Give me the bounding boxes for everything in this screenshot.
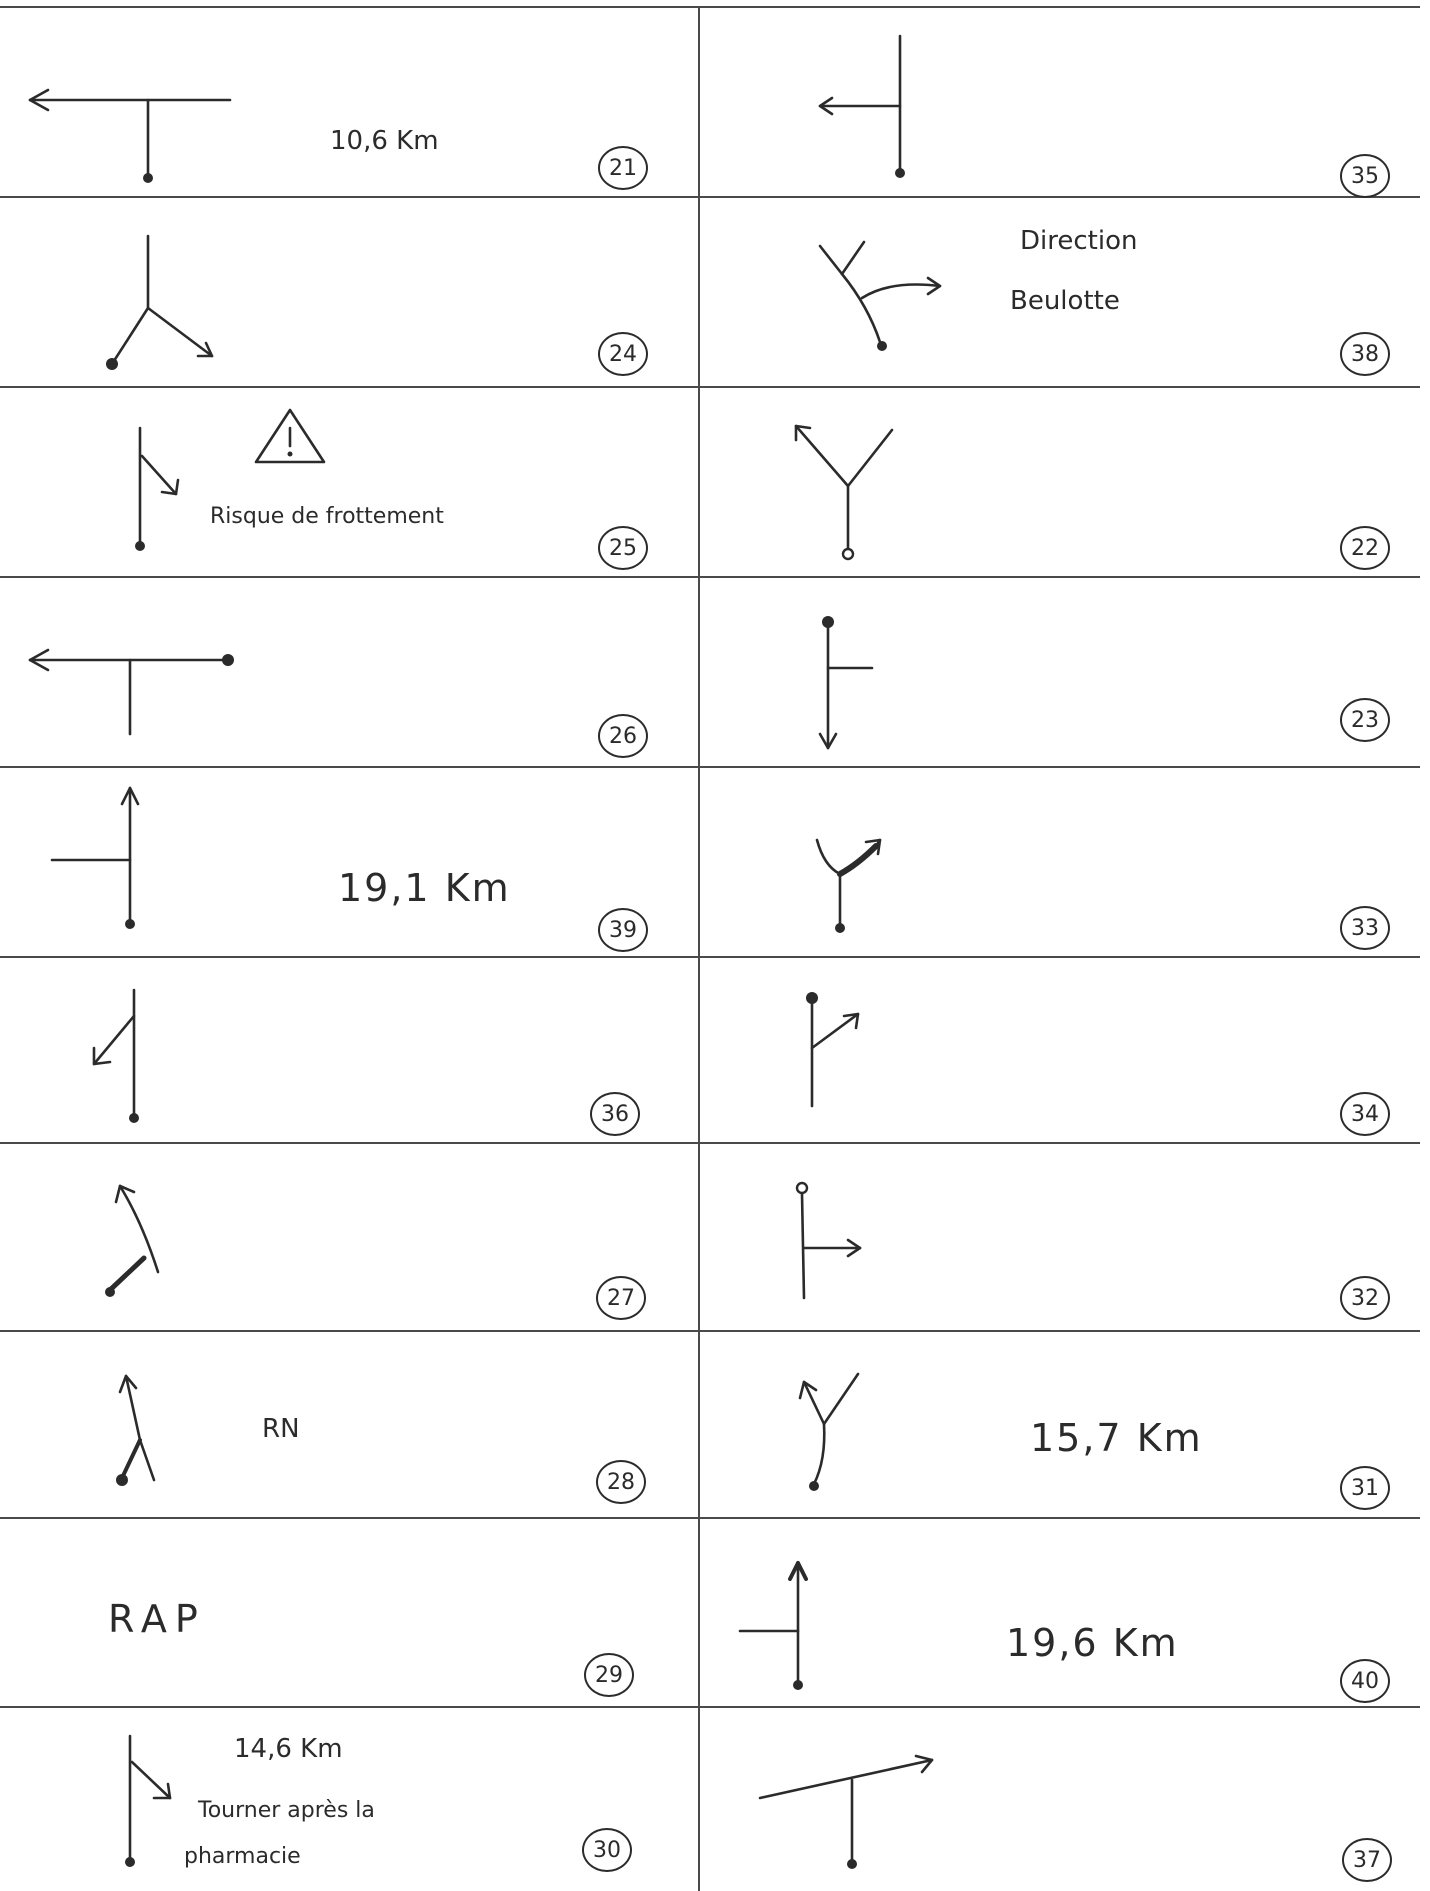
step-number: 39 <box>598 908 648 952</box>
distance-note: 15,7 Km <box>1030 1416 1203 1460</box>
step-number: 24 <box>598 332 648 376</box>
roadbook-cell-36: 36 <box>0 956 698 1142</box>
warning-note: Risque de frottement <box>210 504 444 529</box>
grid-line <box>0 6 1420 8</box>
tulip-diagram <box>818 34 905 178</box>
tulip-diagram <box>28 88 232 183</box>
step-number: 32 <box>1340 1276 1390 1320</box>
grid-line <box>0 1517 1420 1519</box>
tulip-diagram <box>105 1184 160 1297</box>
roadbook-cell-25: Risque de frottement 25 <box>0 386 698 576</box>
instruction-note: Tourner après la <box>198 1798 375 1823</box>
grid-line <box>0 196 1420 198</box>
tulip-diagram <box>794 424 894 561</box>
grid-line <box>0 1142 1420 1144</box>
tulip-diagram <box>818 616 874 750</box>
roadbook-cell-35: 35 <box>700 6 1420 198</box>
tulip-diagram <box>795 1181 862 1300</box>
tulip-diagram <box>50 786 140 929</box>
step-number: 36 <box>590 1092 640 1136</box>
tulip-diagram <box>758 1754 934 1869</box>
road-type-note: RAP <box>108 1597 206 1641</box>
roadbook-cell-27: 27 <box>0 1142 698 1330</box>
step-number: 23 <box>1340 698 1390 742</box>
roadbook-cell-22: 22 <box>700 386 1420 576</box>
roadbook-cell-39: 19,1 Km 39 <box>0 766 698 956</box>
tulip-diagram <box>135 426 180 551</box>
road-type-note: RN <box>262 1414 300 1444</box>
step-number: 27 <box>596 1276 646 1320</box>
step-number: 34 <box>1340 1092 1390 1136</box>
distance-note: 14,6 Km <box>234 1734 343 1764</box>
direction-note: Direction <box>1020 226 1138 256</box>
tulip-diagram <box>738 1561 808 1690</box>
step-number: 40 <box>1340 1659 1390 1703</box>
roadbook-cell-30: 14,6 Km Tourner après la pharmacie 30 <box>0 1706 698 1891</box>
tulip-diagram <box>106 234 214 370</box>
grid-divider <box>698 6 700 1891</box>
tulip-diagram <box>806 992 860 1108</box>
step-number: 25 <box>598 526 648 570</box>
tulip-diagram <box>116 1374 156 1486</box>
grid-line <box>0 1330 1420 1332</box>
roadbook-cell-26: 26 <box>0 576 698 766</box>
roadbook-cell-23: 23 <box>700 576 1420 766</box>
tulip-diagram <box>815 838 882 933</box>
step-number: 21 <box>598 146 648 190</box>
distance-note: 19,1 Km <box>338 866 511 910</box>
step-number: 35 <box>1340 154 1390 198</box>
step-number: 31 <box>1340 1466 1390 1510</box>
roadbook-cell-37: 37 <box>700 1706 1420 1891</box>
step-number: 28 <box>596 1460 646 1504</box>
step-number: 22 <box>1340 526 1390 570</box>
roadbook-cell-33: 33 <box>700 766 1420 956</box>
roadbook-cell-31: 15,7 Km 31 <box>700 1330 1420 1517</box>
warning-triangle-icon <box>254 408 326 464</box>
instruction-note: pharmacie <box>184 1844 301 1869</box>
grid-line <box>0 956 1420 958</box>
grid-line <box>0 576 1420 578</box>
step-number: 26 <box>598 714 648 758</box>
roadbook-cell-21: 10,6 Km 21 <box>0 6 698 196</box>
distance-note: 19,6 Km <box>1006 1621 1179 1665</box>
roadbook-cell-40: 19,6 Km 40 <box>700 1517 1420 1706</box>
distance-note: 10,6 Km <box>330 126 439 156</box>
roadbook-cell-34: 34 <box>700 956 1420 1142</box>
roadbook-cell-28: RN 28 <box>0 1330 698 1517</box>
step-number: 37 <box>1342 1838 1392 1882</box>
grid-line <box>0 1706 1420 1708</box>
direction-note: Beulotte <box>1010 286 1120 316</box>
roadbook-cell-29: RAP 29 <box>0 1517 698 1706</box>
step-number: 38 <box>1340 332 1390 376</box>
tulip-diagram <box>125 1734 172 1867</box>
roadbook-cell-38: Direction Beulotte 38 <box>700 196 1420 386</box>
roadbook-cell-32: 32 <box>700 1142 1420 1330</box>
step-number: 30 <box>582 1828 632 1872</box>
tulip-diagram <box>798 1372 860 1491</box>
grid-line <box>0 766 1420 768</box>
tulip-diagram <box>28 648 234 736</box>
tulip-diagram <box>818 240 942 351</box>
grid-line <box>0 386 1420 388</box>
step-number: 29 <box>584 1653 634 1697</box>
roadbook-cell-24: 24 <box>0 196 698 386</box>
step-number: 33 <box>1340 906 1390 950</box>
tulip-diagram <box>92 988 139 1123</box>
